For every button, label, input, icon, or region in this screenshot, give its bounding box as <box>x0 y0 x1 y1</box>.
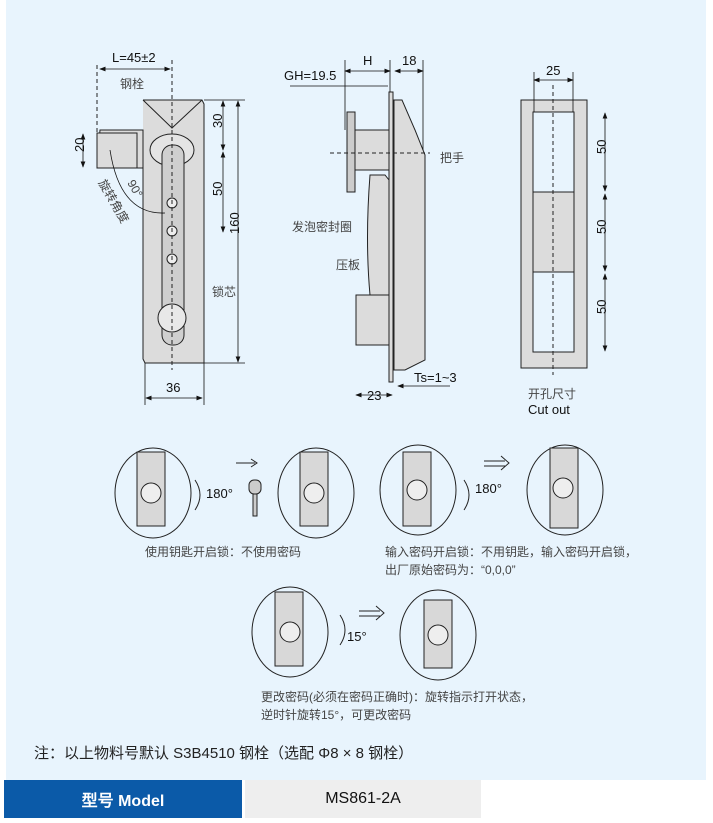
cutout-caption-en: Cut out <box>528 402 570 417</box>
side-view <box>330 91 430 383</box>
operation-illustrations <box>114 444 604 681</box>
front-view <box>96 60 205 370</box>
dim-30: 30 <box>210 114 225 128</box>
dim-36: 36 <box>166 380 180 395</box>
caption-code-unlock-1: 输入密码开启锁：不用钥匙，输入密码开启锁， <box>385 545 638 559</box>
dim-50: 50 <box>210 182 225 196</box>
label-pressure-plate: 压板 <box>336 258 360 272</box>
label-lock-core: 锁芯 <box>212 284 236 299</box>
dim-160: 160 <box>227 212 242 234</box>
angle-15: 15° <box>347 629 367 644</box>
dim-H: H <box>363 53 372 68</box>
caption-change-code-1: 更改密码(必须在密码正确时)：旋转指示打开状态， <box>261 690 533 704</box>
key-icon <box>248 479 262 495</box>
dim-20: 20 <box>72 138 87 152</box>
model-value: MS861-2A <box>245 780 481 818</box>
dim-50-top: 50 <box>594 140 609 154</box>
caption-code-unlock-2: 出厂原始密码为：“0,0,0” <box>385 563 516 577</box>
dim-50-bottom: 50 <box>594 300 609 314</box>
dim-18: 18 <box>402 53 416 68</box>
dim-L: L=45±2 <box>112 50 156 65</box>
dim-Ts: Ts=1~3 <box>414 370 457 385</box>
caption-key-unlock: 使用钥匙开启锁：不使用密码 <box>145 545 302 559</box>
label-foam-seal: 发泡密封圈 <box>292 219 352 234</box>
steel-bolt <box>96 132 138 169</box>
footnote: 注：以上物料号默认 S3B4510 钢栓（选配 Φ8 × 8 钢栓） <box>34 745 414 762</box>
lock-core <box>157 303 187 333</box>
angle-180-key: 180° <box>206 486 233 501</box>
angle-180-code: 180° <box>475 481 502 496</box>
dim-GH: GH=19.5 <box>284 68 336 83</box>
caption-change-code-2: 逆时针旋转15°，可更改密码 <box>261 708 412 722</box>
dim-23: 23 <box>367 388 381 403</box>
dim-25: 25 <box>546 63 560 78</box>
label-handle: 把手 <box>440 151 464 165</box>
cutout-view <box>520 85 588 375</box>
dim-50-mid: 50 <box>594 220 609 234</box>
model-label: 型号 Model <box>4 780 242 818</box>
label-steel-bolt: 钢栓 <box>120 76 144 91</box>
cutout-caption-cn: 开孔尺寸 <box>528 387 576 401</box>
technical-drawing: L=45±2 20 30 50 160 36 钢栓 90° 旋转角度 锁芯 GH… <box>72 50 609 681</box>
